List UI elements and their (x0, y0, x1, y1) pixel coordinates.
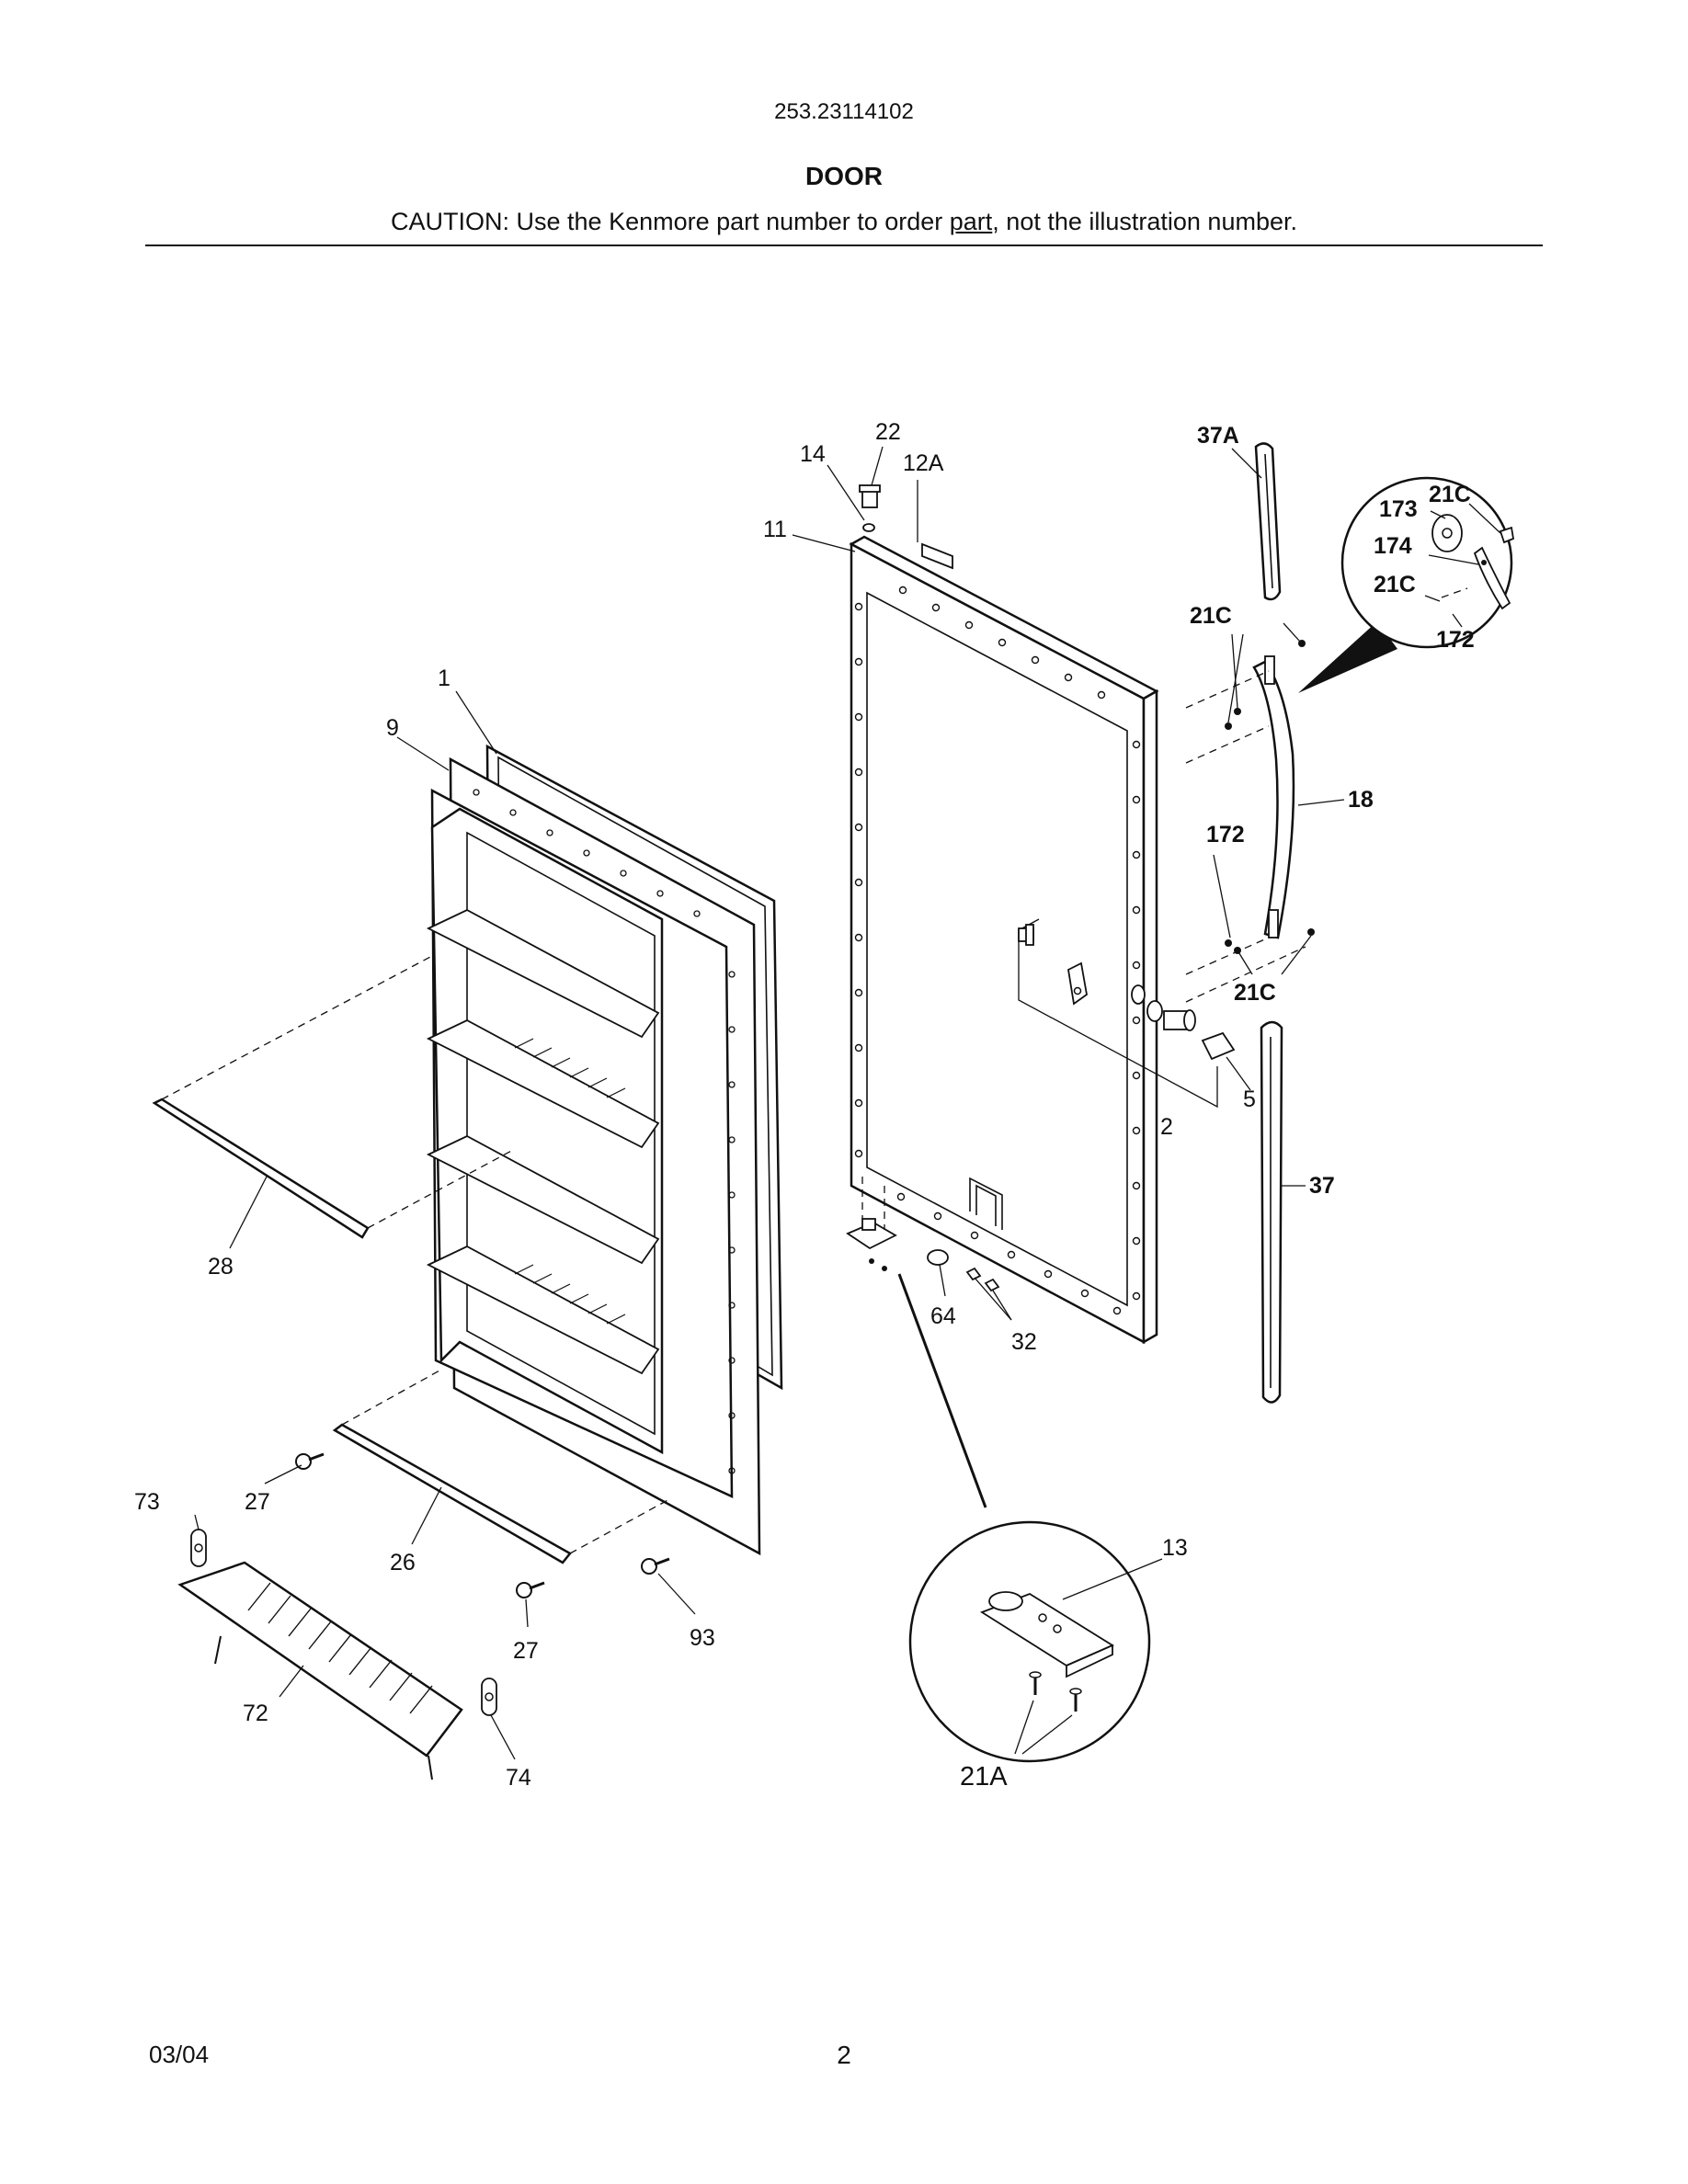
model-number: 253.23114102 (774, 99, 914, 124)
plug-part (859, 484, 881, 508)
leader-lines (194, 446, 1501, 1760)
door-handle (1252, 655, 1295, 939)
revision-date: 03/04 (149, 2041, 210, 2068)
outer-door-panel (849, 535, 1159, 1345)
bottom-trim-strip (1260, 1020, 1283, 1404)
caution-underlined-word: part (949, 208, 993, 235)
cap-part-1 (965, 1267, 982, 1281)
callout-21C-lower: 21C (1234, 980, 1276, 1006)
callout-9: 9 (386, 715, 399, 741)
handle-detail-magnifier (1298, 476, 1515, 693)
callout-26: 26 (390, 1550, 416, 1575)
basket-bracket-left (190, 1529, 207, 1567)
top-trim-strip (1254, 442, 1282, 601)
caution-text-end: , not the illustration number. (992, 208, 1297, 235)
callout-21C-detail-top: 21C (1429, 482, 1471, 507)
callout-32: 32 (1011, 1329, 1037, 1355)
callout-27-upper: 27 (245, 1489, 270, 1515)
callout-18: 18 (1348, 787, 1374, 813)
washer-part (862, 523, 875, 532)
callout-174: 174 (1374, 533, 1412, 559)
callout-12A: 12A (903, 450, 944, 476)
caution-note: CAUTION: Use the Kenmore part number to … (0, 208, 1688, 236)
callout-172: 172 (1206, 822, 1245, 847)
bottom-hinge-small (846, 1177, 897, 1271)
hinge-detail-magnifier (897, 1273, 1151, 1763)
screw-93 (641, 1557, 670, 1575)
callout-21C-upper: 21C (1190, 603, 1232, 629)
callout-21A: 21A (960, 1762, 1008, 1792)
page-title: DOOR (805, 162, 883, 190)
callout-22: 22 (875, 419, 901, 445)
callout-21C-detail-mid: 21C (1374, 572, 1416, 597)
door-liner (426, 788, 736, 1498)
callout-14: 14 (800, 441, 826, 467)
callout-64: 64 (930, 1303, 956, 1329)
door-basket (177, 1561, 463, 1780)
callout-37: 37 (1309, 1173, 1335, 1199)
callout-37A: 37A (1197, 423, 1239, 449)
callout-93: 93 (690, 1625, 715, 1651)
callout-13: 13 (1162, 1535, 1188, 1561)
lock-assembly (1018, 918, 1236, 1109)
callout-2: 2 (1160, 1114, 1173, 1140)
callout-72: 72 (243, 1701, 268, 1726)
callout-28: 28 (208, 1254, 234, 1280)
cap-part-2 (984, 1278, 1000, 1292)
screw-27-lower (516, 1581, 545, 1598)
header-rule (145, 245, 1543, 246)
callout-5: 5 (1243, 1086, 1256, 1112)
basket-bracket-right (481, 1678, 497, 1716)
callout-172-detail: 172 (1436, 627, 1475, 653)
callout-11: 11 (763, 517, 787, 542)
shelf-retainer-bar-upper (152, 955, 516, 1239)
shelf-retainer-bar-lower (332, 1369, 672, 1564)
callout-1: 1 (438, 665, 451, 691)
handle-screws (1185, 640, 1315, 1003)
screw-27-upper (295, 1452, 325, 1470)
caution-text-start: CAUTION: Use the Kenmore part number to … (391, 208, 950, 235)
spacer-part (927, 1249, 949, 1266)
callout-173: 173 (1379, 496, 1418, 522)
callout-74: 74 (506, 1765, 531, 1791)
callout-73: 73 (134, 1489, 160, 1515)
page-number: 2 (837, 2041, 851, 2069)
label-plate (921, 542, 953, 570)
callout-27-lower: 27 (513, 1638, 539, 1664)
